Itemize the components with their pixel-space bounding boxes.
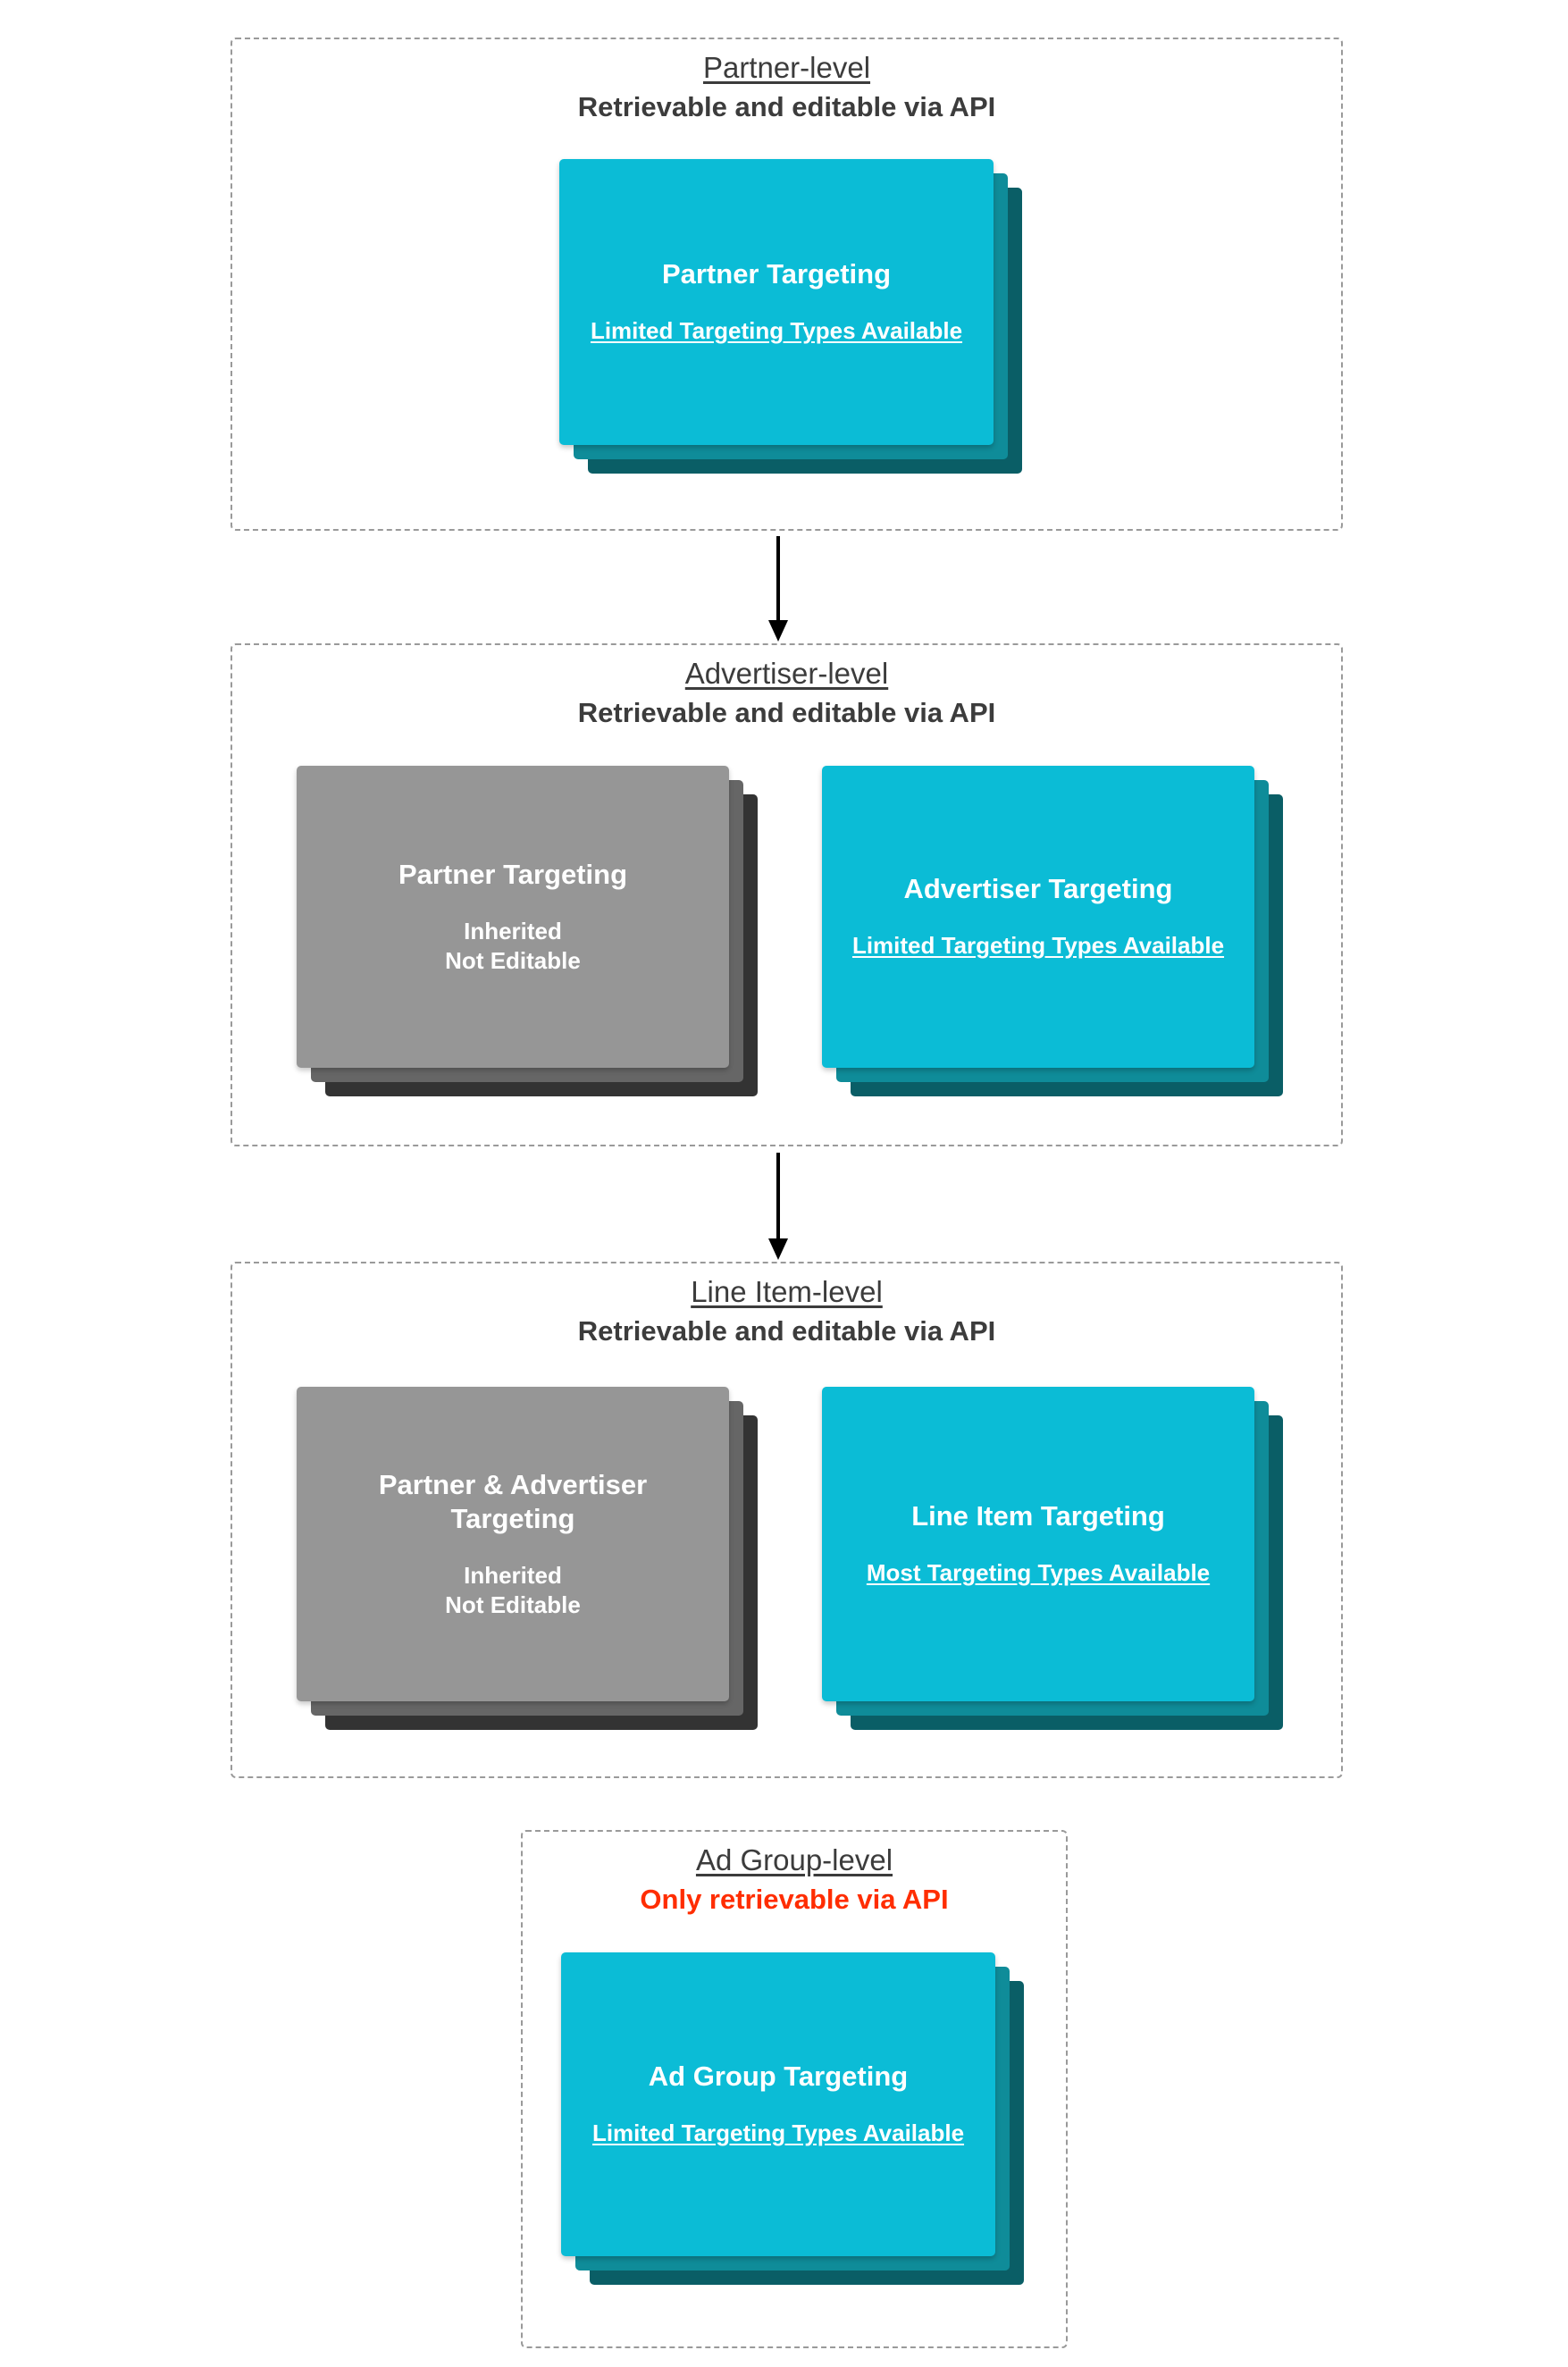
card-stack-ad-group-targeting[interactable]: Ad Group Targeting Limited Targeting Typ… [561,1952,1026,2285]
level-header-advertiser: Advertiser-level Retrievable and editabl… [232,645,1341,731]
card-title: Partner & Advertiser Targeting [378,1468,648,1534]
connector-partner-to-advertiser [768,536,788,642]
down-arrow-icon-shaft [776,1153,780,1238]
level-box-partner: Partner-level Retrievable and editable v… [231,38,1343,531]
level-box-ad-group: Ad Group-level Only retrievable via API … [521,1830,1068,2348]
level-subtitle-advertiser: Retrievable and editable via API [577,696,996,728]
card-stack-line-item-targeting[interactable]: Line Item Targeting Most Targeting Types… [822,1387,1287,1730]
card-note: Inherited Not Editable [445,917,581,974]
card-stack-advertiser-targeting[interactable]: Advertiser Targeting Limited Targeting T… [822,766,1287,1096]
card-title: Partner Targeting [398,858,628,890]
card-note: Limited Targeting Types Available [591,2119,965,2147]
card-title: Ad Group Targeting [648,2061,909,2093]
card-note: Inherited Not Editable [445,1561,581,1618]
card-ad-group-targeting[interactable]: Ad Group Targeting Limited Targeting Typ… [561,1952,995,2256]
card-note: Most Targeting Types Available [866,1559,1211,1587]
level-header-ad-group: Ad Group-level Only retrievable via API [523,1832,1066,1918]
level-header-partner: Partner-level Retrievable and editable v… [232,39,1341,125]
down-arrow-icon [768,1238,788,1260]
card-stack-partner-targeting[interactable]: Partner Targeting Limited Targeting Type… [559,159,1024,474]
level-subtitle-line-item: Retrievable and editable via API [577,1314,996,1347]
card-note: Limited Targeting Types Available [851,932,1225,960]
card-title: Partner Targeting [661,258,892,290]
card-stack-partner-advertiser-targeting-inherited[interactable]: Partner & Advertiser Targeting Inherited… [297,1387,761,1730]
card-note: Limited Targeting Types Available [590,317,963,345]
level-title-partner: Partner-level [702,51,871,84]
connector-advertiser-to-line-item [768,1153,788,1260]
card-partner-targeting[interactable]: Partner Targeting Limited Targeting Type… [559,159,994,445]
down-arrow-icon [768,620,788,642]
card-line-item-targeting[interactable]: Line Item Targeting Most Targeting Types… [822,1387,1254,1701]
card-title: Advertiser Targeting [903,873,1173,905]
card-title: Line Item Targeting [911,1500,1165,1532]
down-arrow-icon-shaft [776,536,780,620]
level-header-line-item: Line Item-level Retrievable and editable… [232,1263,1341,1349]
card-partner-advertiser-targeting-inherited[interactable]: Partner & Advertiser Targeting Inherited… [297,1387,729,1701]
level-title-ad-group: Ad Group-level [695,1843,893,1876]
level-title-line-item: Line Item-level [691,1275,883,1308]
card-partner-targeting-inherited[interactable]: Partner Targeting Inherited Not Editable [297,766,729,1068]
level-title-advertiser: Advertiser-level [684,657,889,690]
level-box-line-item: Line Item-level Retrievable and editable… [231,1262,1343,1778]
level-subtitle-ad-group: Only retrievable via API [640,1883,949,1915]
level-subtitle-partner: Retrievable and editable via API [577,90,996,122]
level-box-advertiser: Advertiser-level Retrievable and editabl… [231,643,1343,1146]
card-stack-partner-targeting-inherited[interactable]: Partner Targeting Inherited Not Editable [297,766,761,1096]
card-advertiser-targeting[interactable]: Advertiser Targeting Limited Targeting T… [822,766,1254,1068]
